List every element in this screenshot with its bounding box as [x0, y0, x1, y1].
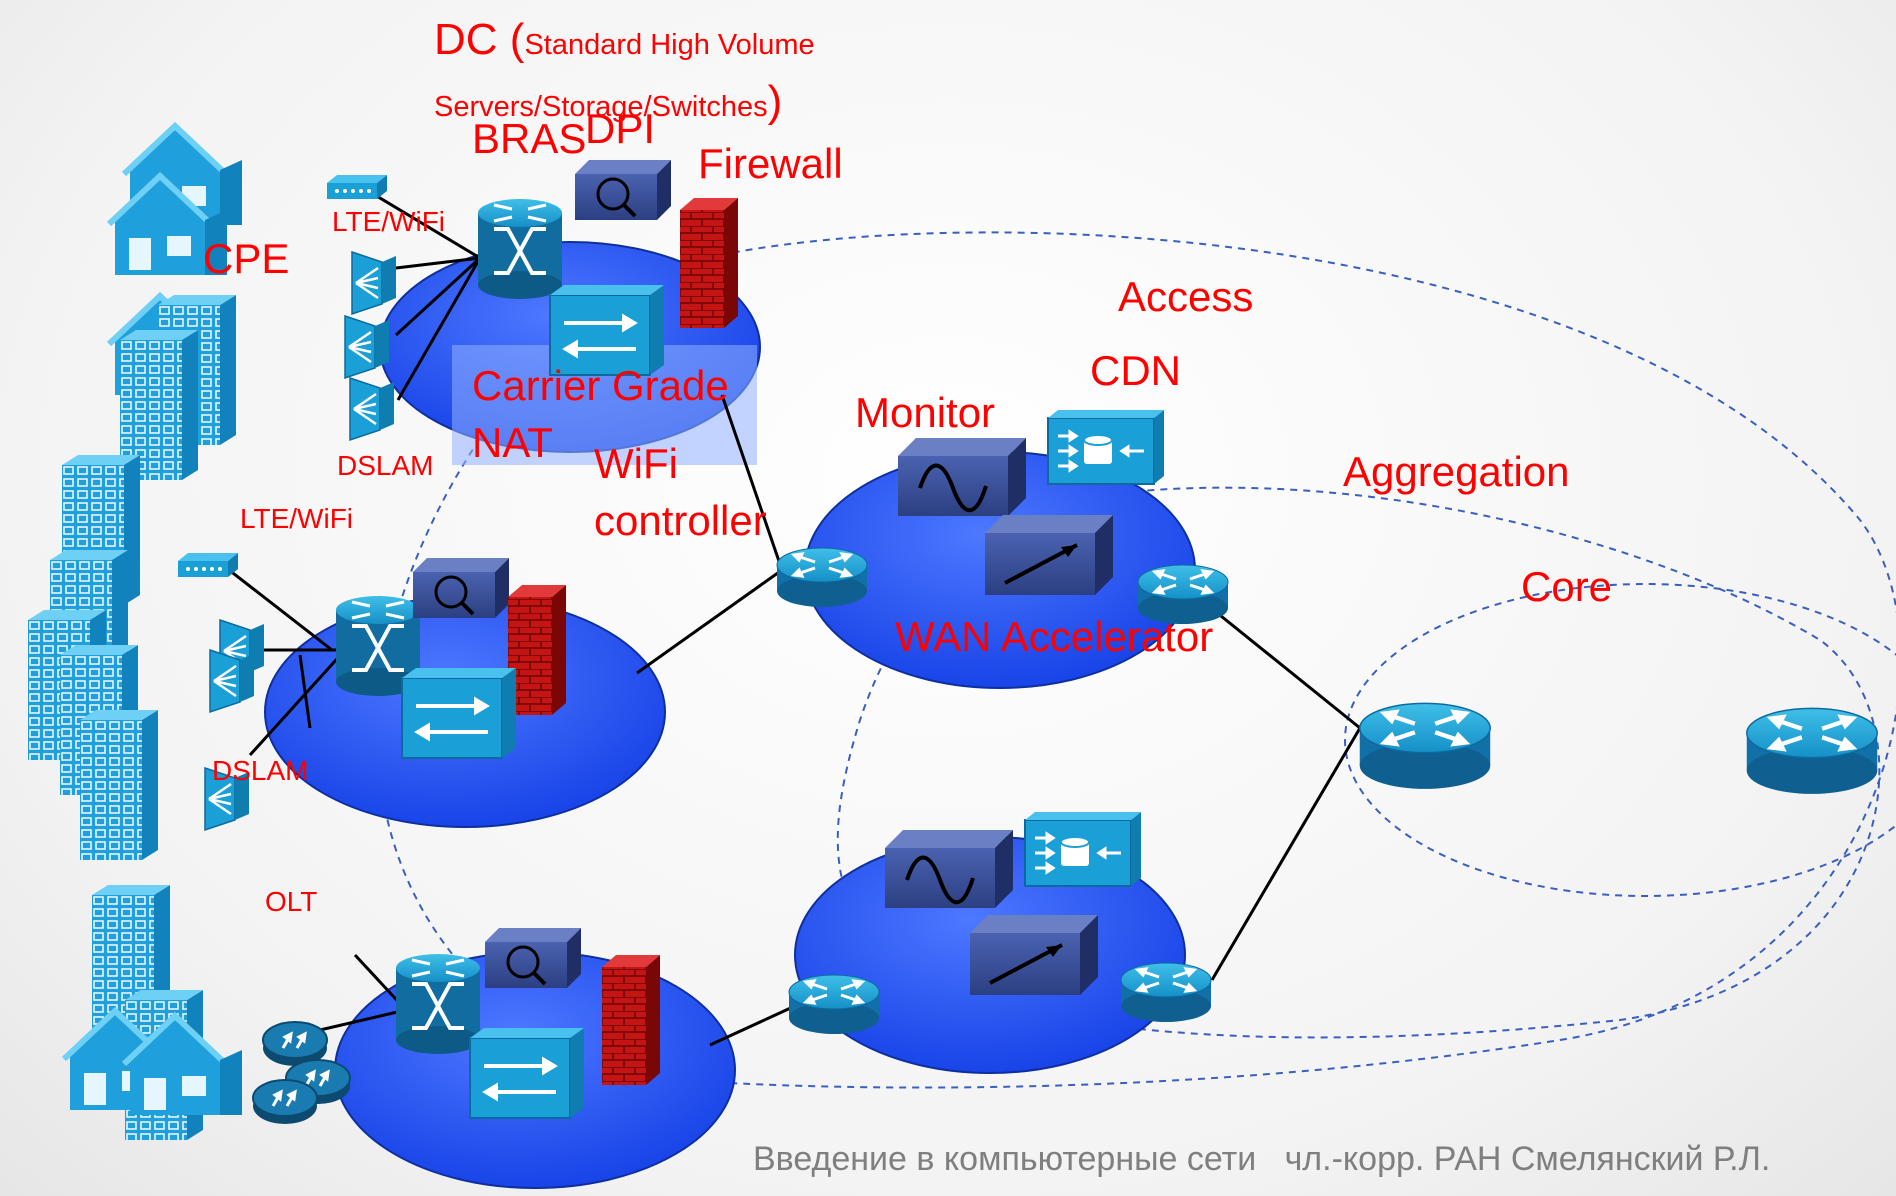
cdn-box-bottom — [1023, 810, 1143, 888]
dslam-top-2 — [343, 314, 391, 380]
router-agg-bottom-left — [787, 973, 881, 1036]
dslam-top-1 — [350, 250, 398, 316]
bras-switch-top — [476, 197, 564, 301]
aggregation-ring — [836, 486, 1881, 1039]
label-nat: NAT — [472, 419, 553, 466]
dslam-mid-2 — [208, 648, 256, 714]
label-core: Core — [1521, 563, 1613, 610]
bras-switch-bottom — [394, 952, 482, 1056]
label-lte-wifi-top: LTE/WiFi — [332, 206, 446, 237]
router-agg-bottom-right — [1119, 961, 1213, 1024]
cgnat-switch-mid — [400, 666, 518, 760]
label-bras: BRAS — [472, 115, 587, 162]
footer-author: чл.-корр. РАН Смелянский Р.Л. — [1284, 1140, 1771, 1178]
label-wifi: WiFi — [594, 440, 678, 487]
label-olt: OLT — [265, 886, 318, 917]
lte-modem-top — [327, 175, 387, 199]
router-core-right — [1747, 708, 1878, 794]
label-cpe: CPE — [203, 235, 290, 282]
label-lte-wifi-mid: LTE/WiFi — [240, 503, 354, 534]
firewall-top — [680, 198, 738, 328]
core-ring — [1344, 583, 1896, 897]
label-firewall: Firewall — [698, 140, 843, 187]
lte-modem-mid — [178, 553, 238, 577]
label-monitor: Monitor — [855, 389, 996, 436]
dpi-box-mid — [411, 556, 511, 620]
wan-accelerator-bottom — [968, 913, 1100, 997]
label-cdn: CDN — [1090, 347, 1181, 394]
label-dc-close: ) — [767, 77, 783, 126]
router-agg-top-left — [775, 546, 869, 609]
dslam-top-3 — [348, 376, 396, 442]
label-access: Access — [1118, 273, 1254, 320]
label-dslam-top: DSLAM — [337, 450, 434, 481]
ont-3 — [251, 1078, 319, 1126]
label-dslam-mid: DSLAM — [212, 755, 309, 786]
dpi-box-top — [573, 158, 673, 222]
router-core-left — [1360, 703, 1491, 789]
label-carrier-grade: Carrier Grade — [472, 362, 729, 409]
monitor-box-top — [896, 436, 1028, 518]
footer: Введение в компьютерные сети чл.-корр. Р… — [753, 1140, 1770, 1179]
label-dpi: DPI — [585, 105, 656, 152]
label-dc: DC ( — [434, 15, 525, 64]
building-7 — [80, 710, 158, 860]
label-controller: controller — [594, 497, 767, 544]
label-wan-accelerator: WAN Accelerator — [895, 613, 1214, 660]
dpi-box-bottom — [483, 926, 583, 990]
monitor-box-bottom — [883, 828, 1015, 910]
footer-course: Введение в компьютерные сети — [753, 1140, 1257, 1178]
label-aggregation: Aggregation — [1343, 448, 1570, 495]
wan-accelerator-top — [983, 513, 1115, 597]
firewall-mid — [508, 585, 566, 715]
label-dc-detail-2: Servers/Storage/Switches — [434, 91, 768, 123]
label-dc-detail-1: Standard High Volume — [524, 29, 815, 61]
cgnat-switch-bottom — [468, 1026, 586, 1120]
firewall-bottom — [602, 955, 660, 1085]
cdn-box-top — [1046, 408, 1166, 486]
